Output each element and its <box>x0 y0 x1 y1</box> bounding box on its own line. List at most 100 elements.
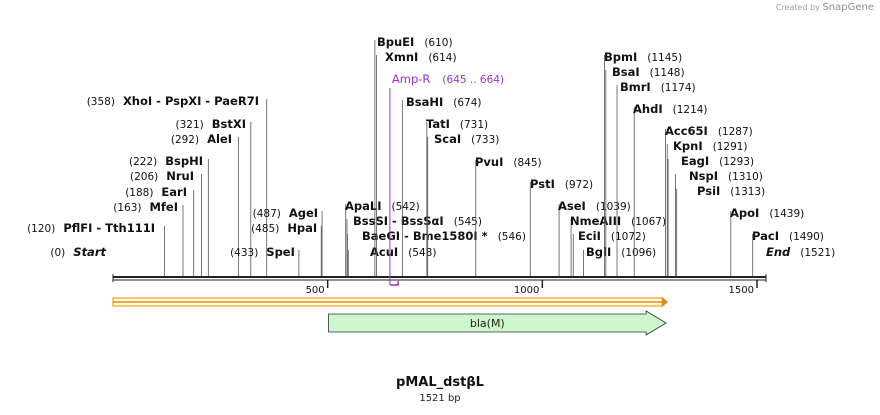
site-name: NruI <box>166 169 194 183</box>
site-name: PacI <box>752 229 779 243</box>
site-name: BpuEI <box>377 35 414 49</box>
site-position: (1067) <box>631 216 666 228</box>
site-bsahi: BsaHI (674) <box>401 95 482 276</box>
site-alei: AleI(292) <box>171 132 239 276</box>
site-bpuei: BpuEI (610) <box>374 35 453 276</box>
site-name: ApaLI <box>345 199 382 213</box>
site-name: EciI <box>578 229 601 243</box>
site-name: TatI <box>426 117 450 131</box>
site-bmri: BmrI(1174) <box>616 80 696 276</box>
site-pvui: PvuI (845) <box>475 155 542 276</box>
site-nmeaiii: NmeAIII (1067) <box>570 214 666 276</box>
site-position: (1039) <box>596 201 631 213</box>
site-name: KpnI <box>673 139 703 153</box>
site-hpai: HpaI (485) <box>251 221 322 276</box>
site-position: (120) <box>27 223 55 235</box>
site-position: (545) <box>454 216 482 228</box>
site-name: BspHI <box>165 154 203 168</box>
site-eagi: EagI(1293) <box>667 154 754 276</box>
site-position: (674) <box>453 97 481 109</box>
site-name: HpaI <box>287 221 317 235</box>
site-start: Start(0) <box>50 245 106 259</box>
site-name: BssSI - BssSαI <box>353 214 444 228</box>
site-name: PstI <box>530 177 555 191</box>
site-name: Acc65I <box>665 124 708 138</box>
site-position: (1145) <box>647 52 682 64</box>
site-end: End (1521) <box>766 245 835 259</box>
site-position: (0) <box>50 247 65 259</box>
site-bgli: BglI (1096) <box>583 245 656 276</box>
site-name: BaeGI - Bme1580I * <box>362 229 488 243</box>
primer-range: (645 .. 664) <box>442 74 504 86</box>
site-position: (485) <box>251 223 279 235</box>
site-nrui: NruI(206) <box>130 169 202 276</box>
site-name: BsaHI <box>406 95 443 109</box>
site-name: XmnI <box>385 50 418 64</box>
site-name: PsiI <box>697 184 720 198</box>
site-position: (188) <box>125 187 153 199</box>
site-position: (546) <box>498 231 526 243</box>
site-position: (321) <box>176 119 204 131</box>
snapgene-logo: SnapGene <box>822 2 874 13</box>
site-name: PflFI - Tth111I <box>63 221 155 235</box>
site-position: (1313) <box>730 186 765 198</box>
site-name: BglI <box>586 245 611 259</box>
site-position: (163) <box>113 202 141 214</box>
site-position: (1439) <box>769 208 804 220</box>
bla-label: bla(M) <box>470 317 505 330</box>
site-position: (733) <box>471 134 499 146</box>
site-position: (1096) <box>621 247 656 259</box>
site-apoi: ApoI (1439) <box>730 206 804 276</box>
site-position: (487) <box>253 208 281 220</box>
site-position: (845) <box>513 157 541 169</box>
site-pflfi-tth111i: PflFI - Tth111I (120) <box>27 221 165 276</box>
feature-bla-m: bla(M) <box>328 310 667 336</box>
bla-arrow <box>328 310 667 336</box>
site-scai: ScaI(733) <box>427 132 499 276</box>
site-bsphi: BspHI(222) <box>129 154 209 276</box>
site-position: (1521) <box>800 247 835 259</box>
site-position: (1293) <box>719 156 754 168</box>
site-position: (1310) <box>728 171 763 183</box>
site-name: BsaI <box>612 65 640 79</box>
site-position: (1287) <box>718 126 753 138</box>
plasmid-title: pMAL_dstβL <box>396 375 484 390</box>
site-bsai: BsaI(1148) <box>605 65 685 276</box>
site-name: MfeI <box>149 200 178 214</box>
site-xmni: XmnI (614) <box>376 50 457 276</box>
site-xhoi-pspxi-paer7i: XhoI - PspXI - PaeR7I(358) <box>87 94 268 276</box>
site-position: (1072) <box>611 231 646 243</box>
site-name: PvuI <box>475 155 503 169</box>
site-name: NmeAIII <box>570 214 621 228</box>
site-eari: EarI(188) <box>125 185 195 276</box>
primer-amp-r: Amp-R(645 .. 664) <box>389 72 504 286</box>
site-bpmi: BpmI(1145) <box>604 50 682 276</box>
site-position: (972) <box>565 179 593 191</box>
site-ahdi: AhdI(1214) <box>633 102 708 276</box>
site-agei: AgeI(487) <box>253 206 323 276</box>
site-position: (1214) <box>673 104 708 116</box>
site-name: SpeI <box>266 245 295 259</box>
site-name: ApoI <box>730 206 759 220</box>
primer-bracket <box>389 281 399 286</box>
site-position: (433) <box>230 247 258 259</box>
site-position: (1291) <box>713 141 748 153</box>
orange-bar-head <box>662 297 669 307</box>
site-psii: PsiI (1313) <box>676 184 765 276</box>
site-name: XhoI - PspXI - PaeR7I <box>123 94 259 108</box>
site-name: End <box>766 245 791 259</box>
site-acc65i: Acc65I (1287) <box>665 124 753 276</box>
site-position: (614) <box>428 52 456 64</box>
site-psti: PstI (972) <box>529 177 593 276</box>
scale-tick-label: 500 <box>306 285 325 296</box>
site-position: (610) <box>424 37 452 49</box>
site-position: (731) <box>460 119 488 131</box>
site-position: (548) <box>408 247 436 259</box>
site-spei: SpeI (433) <box>230 245 300 276</box>
site-ecii: EciI (1072) <box>572 229 646 276</box>
site-bstxi: BstXI(321) <box>176 117 252 276</box>
site-acui: AcuI(548) <box>347 245 436 276</box>
site-name: BmrI <box>620 80 651 94</box>
site-bsssi-bsss-i: BssSI - BssSαI (545) <box>346 214 482 276</box>
